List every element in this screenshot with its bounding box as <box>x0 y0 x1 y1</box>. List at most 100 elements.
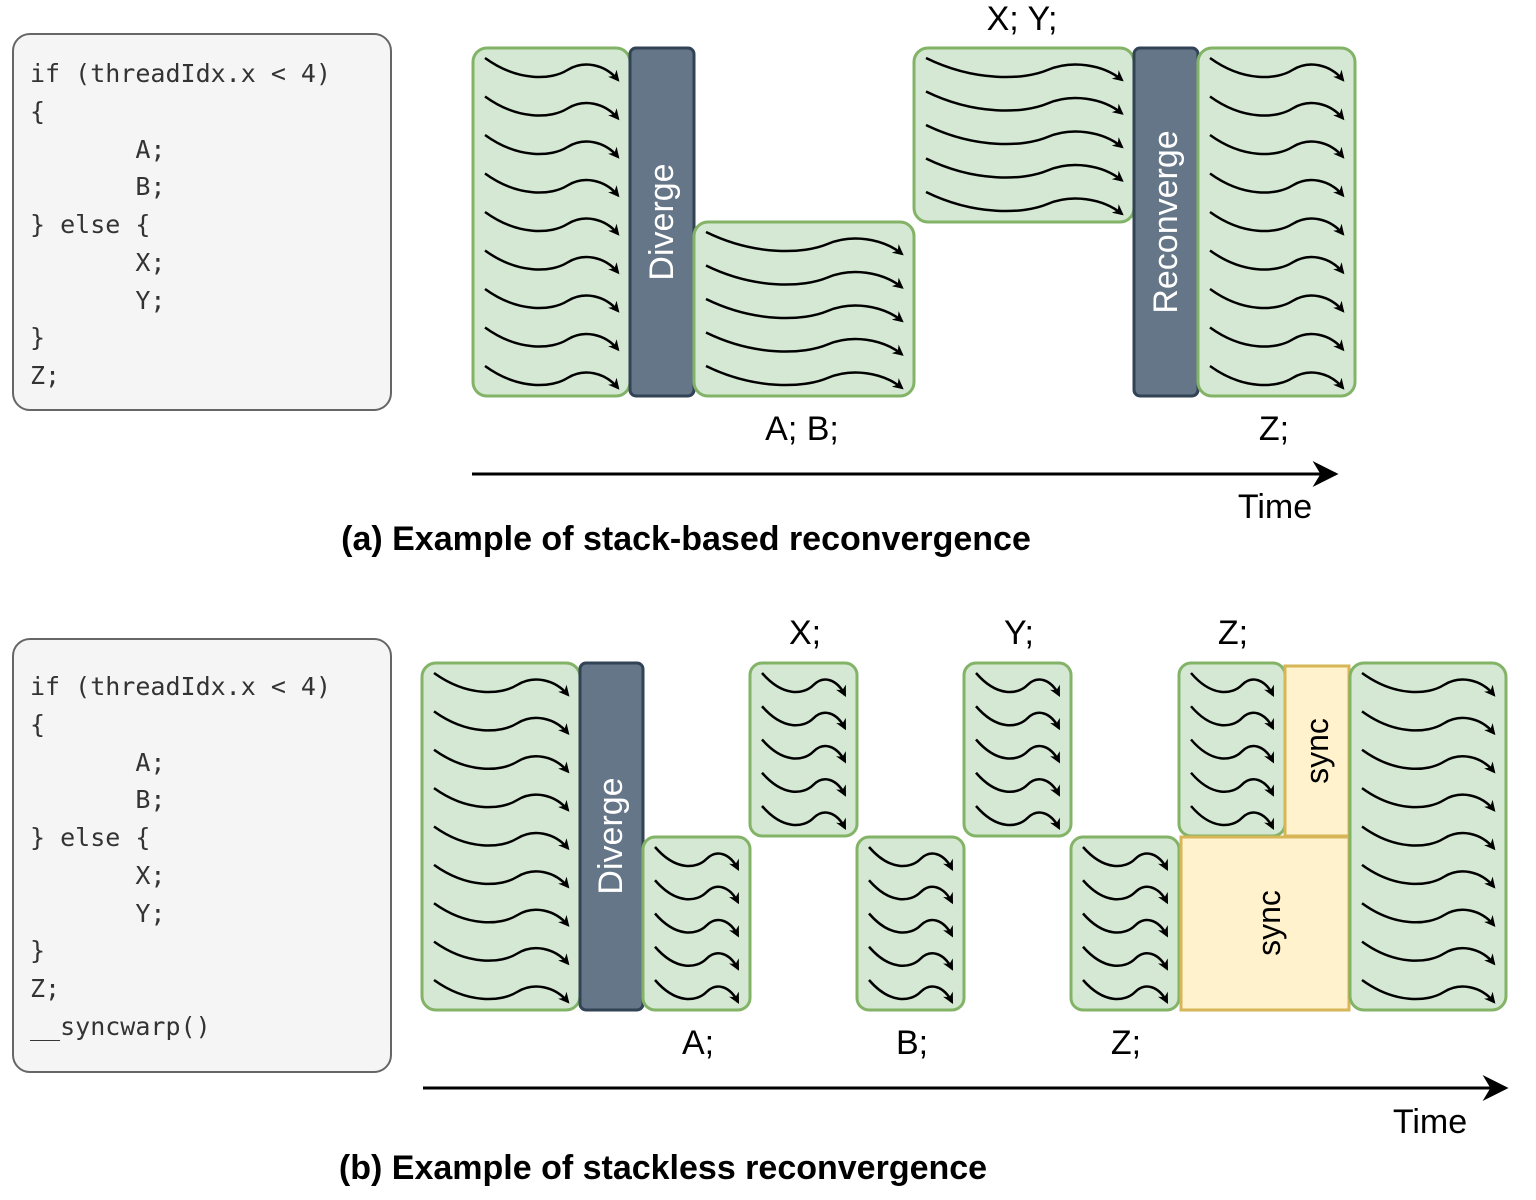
code-line: Z; <box>30 361 61 390</box>
thread-arrow <box>1209 326 1345 352</box>
thread-arrow <box>484 210 620 236</box>
thread-arrow <box>975 672 1061 697</box>
thread-arrows <box>761 672 847 830</box>
label-y: Y; <box>1004 614 1034 652</box>
code-line: __syncwarp() <box>30 1012 211 1041</box>
code-line: Y; <box>30 899 166 928</box>
thread-arrow <box>433 671 570 697</box>
thread-arrow <box>705 264 904 289</box>
thread-arrow <box>1190 771 1275 797</box>
code-box-b <box>12 638 392 1073</box>
thread-block-z-a <box>1196 46 1357 398</box>
code-line: } <box>30 936 46 965</box>
label-a: A; <box>682 1024 714 1062</box>
thread-arrow <box>1082 879 1169 905</box>
code-line: A; <box>30 135 166 164</box>
thread-arrows <box>1082 846 1169 1004</box>
diverge-label-b: Diverge <box>592 777 630 894</box>
thread-arrow <box>1209 249 1345 275</box>
thread-arrows <box>705 230 904 390</box>
thread-arrow <box>433 940 570 966</box>
thread-arrow <box>484 287 620 313</box>
thread-block-a <box>641 835 752 1012</box>
thread-arrow <box>1361 825 1496 851</box>
code-line: A; <box>30 748 166 777</box>
thread-arrows <box>868 846 954 1004</box>
sync-block-bottom <box>1179 835 1351 1012</box>
code-line: { <box>30 710 46 739</box>
thread-arrow <box>484 56 620 82</box>
thread-arrow <box>1209 287 1345 313</box>
code-line: Y; <box>30 286 166 315</box>
code-line: { <box>30 97 46 126</box>
code-line: if (threadIdx.x < 4) <box>30 59 332 88</box>
thread-arrow <box>761 672 847 697</box>
caption-a: (a) Example of stack-based reconvergence <box>341 520 1031 558</box>
thread-arrow <box>705 331 904 356</box>
thread-arrow <box>1361 787 1496 812</box>
thread-arrow <box>1361 863 1496 889</box>
thread-arrow <box>1209 210 1345 236</box>
time-label-a: Time <box>1238 488 1312 526</box>
label-z-top: Z; <box>1218 614 1248 652</box>
thread-arrow <box>1361 671 1496 697</box>
label-b: B; <box>896 1024 928 1062</box>
thread-arrow <box>705 364 904 390</box>
thread-arrow <box>1361 940 1496 966</box>
thread-block-b <box>855 835 966 1012</box>
thread-arrow <box>925 157 1124 182</box>
thread-arrow <box>433 863 570 889</box>
label-ab: A; B; <box>765 410 839 448</box>
label-z-a: Z; <box>1259 410 1289 448</box>
thread-arrow <box>654 945 740 971</box>
thread-arrow <box>761 705 847 731</box>
diverge-bar-a <box>628 46 696 398</box>
thread-arrows <box>975 672 1061 830</box>
diverge-label-a: Diverge <box>643 163 681 280</box>
thread-arrow <box>433 787 570 812</box>
thread-arrow <box>433 825 570 851</box>
thread-arrow <box>761 738 847 764</box>
thread-arrow <box>761 805 847 830</box>
thread-block-a-initial <box>471 46 632 398</box>
thread-arrow <box>1209 172 1345 198</box>
thread-arrow <box>484 364 620 390</box>
thread-block-ab <box>692 220 916 398</box>
thread-arrow <box>1082 945 1169 971</box>
thread-arrow <box>925 56 1124 82</box>
thread-arrow <box>433 710 570 736</box>
thread-arrow <box>1209 95 1345 121</box>
thread-arrow <box>433 978 570 1004</box>
thread-arrow <box>1361 978 1496 1004</box>
thread-arrows <box>1190 672 1275 830</box>
thread-arrow <box>975 738 1061 764</box>
thread-arrow <box>484 95 620 121</box>
code-line: B; <box>30 172 166 201</box>
panel-b: Diverge sync sync X; Y; Z; A; B; Z; Time… <box>339 614 1509 1187</box>
thread-arrow <box>975 705 1061 731</box>
code-line: X; <box>30 861 166 890</box>
thread-block-b-initial <box>420 661 582 1012</box>
thread-arrow <box>1190 705 1275 731</box>
thread-arrows <box>1209 56 1345 390</box>
thread-block-b-final <box>1348 661 1508 1012</box>
code-line: if (threadIdx.x < 4) <box>30 672 332 701</box>
thread-arrow <box>868 945 954 971</box>
thread-arrow <box>1082 979 1169 1004</box>
thread-arrow <box>1190 738 1275 764</box>
code-line: } else { <box>30 823 151 852</box>
caption-b: (b) Example of stackless reconvergence <box>339 1149 987 1187</box>
sync-label-bottom: sync <box>1251 890 1287 956</box>
code-box-a <box>12 33 392 411</box>
thread-arrow <box>1082 912 1169 938</box>
thread-arrow <box>484 249 620 275</box>
code-line: X; <box>30 248 166 277</box>
thread-arrow <box>1361 748 1496 774</box>
thread-arrows <box>433 671 570 1004</box>
thread-arrow <box>484 172 620 198</box>
thread-arrow <box>1209 133 1345 159</box>
diverge-bar-b <box>578 661 645 1012</box>
thread-block-z-bottom <box>1069 835 1181 1012</box>
thread-arrow <box>868 979 954 1004</box>
